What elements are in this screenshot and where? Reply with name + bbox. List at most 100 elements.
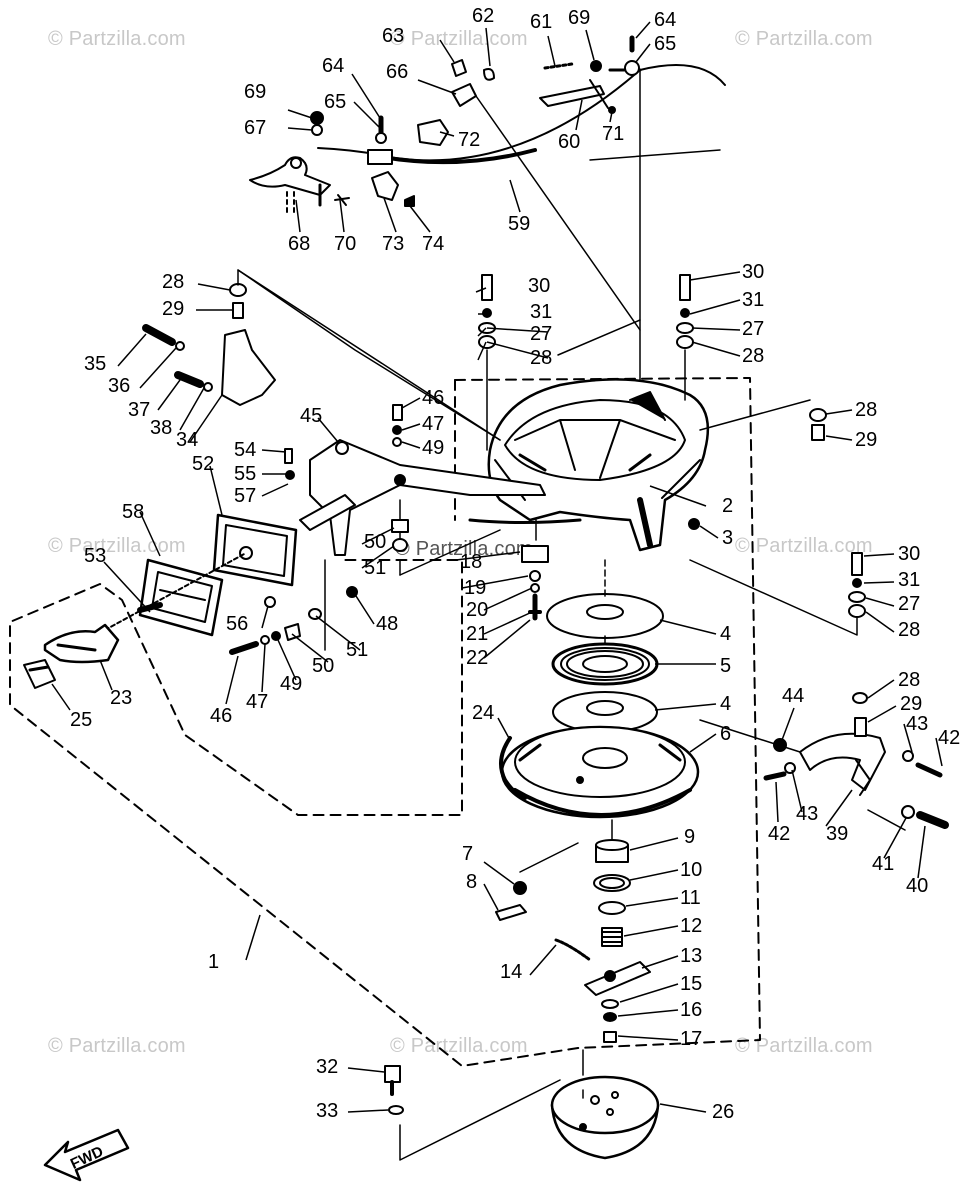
callout-leader bbox=[245, 914, 261, 961]
callout-leader bbox=[117, 333, 147, 367]
callout-leader bbox=[689, 733, 717, 753]
choke-bracket bbox=[249, 156, 331, 196]
callout-26: 26 bbox=[712, 1101, 734, 1123]
callout-leader bbox=[483, 883, 499, 911]
callout-22: 22 bbox=[466, 647, 488, 669]
bushing-18 bbox=[521, 545, 549, 563]
callout-leader bbox=[477, 341, 487, 361]
fwd-label: FWD bbox=[68, 1143, 106, 1173]
callout-leader bbox=[225, 655, 239, 705]
callout-49: 49 bbox=[280, 673, 302, 695]
callout-48: 48 bbox=[376, 613, 398, 635]
callout-leader bbox=[353, 101, 381, 129]
callout-58: 58 bbox=[122, 501, 144, 523]
callout-5: 5 bbox=[720, 655, 731, 677]
assembly-outline bbox=[9, 377, 761, 1067]
cable-clamp bbox=[371, 171, 399, 201]
callout-72: 72 bbox=[458, 129, 480, 151]
callout-4: 4 bbox=[720, 623, 731, 645]
callout-28: 28 bbox=[898, 669, 920, 691]
callout-leader bbox=[865, 597, 895, 607]
callout-18: 18 bbox=[460, 551, 482, 573]
callout-leader bbox=[401, 397, 421, 409]
bracket-34 bbox=[221, 329, 276, 406]
callout-leader bbox=[867, 705, 897, 723]
callout-leader bbox=[455, 551, 521, 561]
throttle-lever bbox=[539, 85, 605, 107]
spring-14 bbox=[554, 938, 592, 962]
callout-47: 47 bbox=[422, 413, 444, 435]
callout-50: 50 bbox=[364, 531, 386, 553]
callout-7: 7 bbox=[462, 843, 473, 865]
callout-32: 32 bbox=[316, 1056, 338, 1078]
callout-20: 20 bbox=[466, 599, 488, 621]
callout-leader bbox=[691, 341, 741, 357]
callout-leader bbox=[699, 525, 719, 539]
callout-34: 34 bbox=[176, 429, 198, 451]
callout-11: 11 bbox=[680, 887, 701, 909]
callout-46: 46 bbox=[422, 387, 444, 409]
pawl-8 bbox=[495, 904, 527, 921]
callout-62: 62 bbox=[472, 5, 494, 27]
callout-leader bbox=[689, 271, 741, 281]
callout-leader bbox=[691, 327, 741, 331]
callout-leader bbox=[575, 99, 583, 131]
callout-leader bbox=[935, 737, 943, 767]
callout-leader bbox=[361, 527, 395, 545]
callout-leader bbox=[825, 409, 853, 415]
callout-39: 39 bbox=[826, 823, 848, 845]
callout-4: 4 bbox=[720, 693, 731, 715]
callout-leader bbox=[51, 683, 71, 711]
callout-leader bbox=[483, 611, 533, 635]
callout-leader bbox=[439, 131, 455, 137]
callout-leader bbox=[317, 417, 339, 443]
callout-leader bbox=[635, 21, 651, 39]
watermark: © Partzilla.com bbox=[48, 1035, 186, 1057]
callout-leader bbox=[351, 73, 381, 119]
callout-57: 57 bbox=[234, 485, 256, 507]
callout-leader bbox=[791, 769, 803, 813]
callout-leader bbox=[529, 944, 557, 976]
callout-23: 23 bbox=[110, 687, 132, 709]
callout-28: 28 bbox=[898, 619, 920, 641]
callout-leader bbox=[287, 127, 313, 131]
callout-73: 73 bbox=[382, 233, 404, 255]
callout-42: 42 bbox=[768, 823, 790, 845]
callout-leader bbox=[629, 869, 679, 881]
callout-67: 67 bbox=[244, 117, 266, 139]
callout-leader bbox=[401, 423, 421, 431]
callout-17: 17 bbox=[680, 1028, 702, 1050]
watermark: © Partzilla.com bbox=[735, 28, 873, 50]
callout-19: 19 bbox=[464, 577, 486, 599]
callout-leader bbox=[585, 29, 595, 61]
starter-handle-23 bbox=[43, 623, 120, 664]
callout-66: 66 bbox=[386, 61, 408, 83]
pawl-plate-13 bbox=[584, 961, 651, 996]
callout-35: 35 bbox=[84, 353, 106, 375]
cable-holder bbox=[417, 119, 449, 146]
callout-leader bbox=[383, 197, 397, 233]
callout-30: 30 bbox=[528, 275, 550, 297]
callout-leader bbox=[659, 619, 717, 635]
callout-64: 64 bbox=[322, 55, 344, 77]
callout-2: 2 bbox=[722, 495, 733, 517]
callout-leader bbox=[475, 287, 487, 293]
callout-leader bbox=[261, 605, 269, 629]
callout-leader bbox=[209, 465, 223, 516]
callout-71: 71 bbox=[602, 123, 624, 145]
callout-69: 69 bbox=[244, 81, 266, 103]
callout-leader bbox=[261, 449, 287, 453]
callout-leader bbox=[417, 79, 457, 95]
callout-46: 46 bbox=[210, 705, 232, 727]
watermark: © Partzilla.com bbox=[735, 535, 873, 557]
callout-64: 64 bbox=[654, 9, 676, 31]
callout-leader bbox=[689, 299, 741, 315]
callout-59: 59 bbox=[508, 213, 530, 235]
callout-leader bbox=[483, 619, 531, 659]
watermark: © Partzilla.com bbox=[48, 535, 186, 557]
callout-16: 16 bbox=[680, 999, 702, 1021]
callout-leader bbox=[486, 327, 549, 333]
watermark: © Partzilla.com bbox=[390, 1035, 528, 1057]
callout-13: 13 bbox=[680, 945, 702, 967]
